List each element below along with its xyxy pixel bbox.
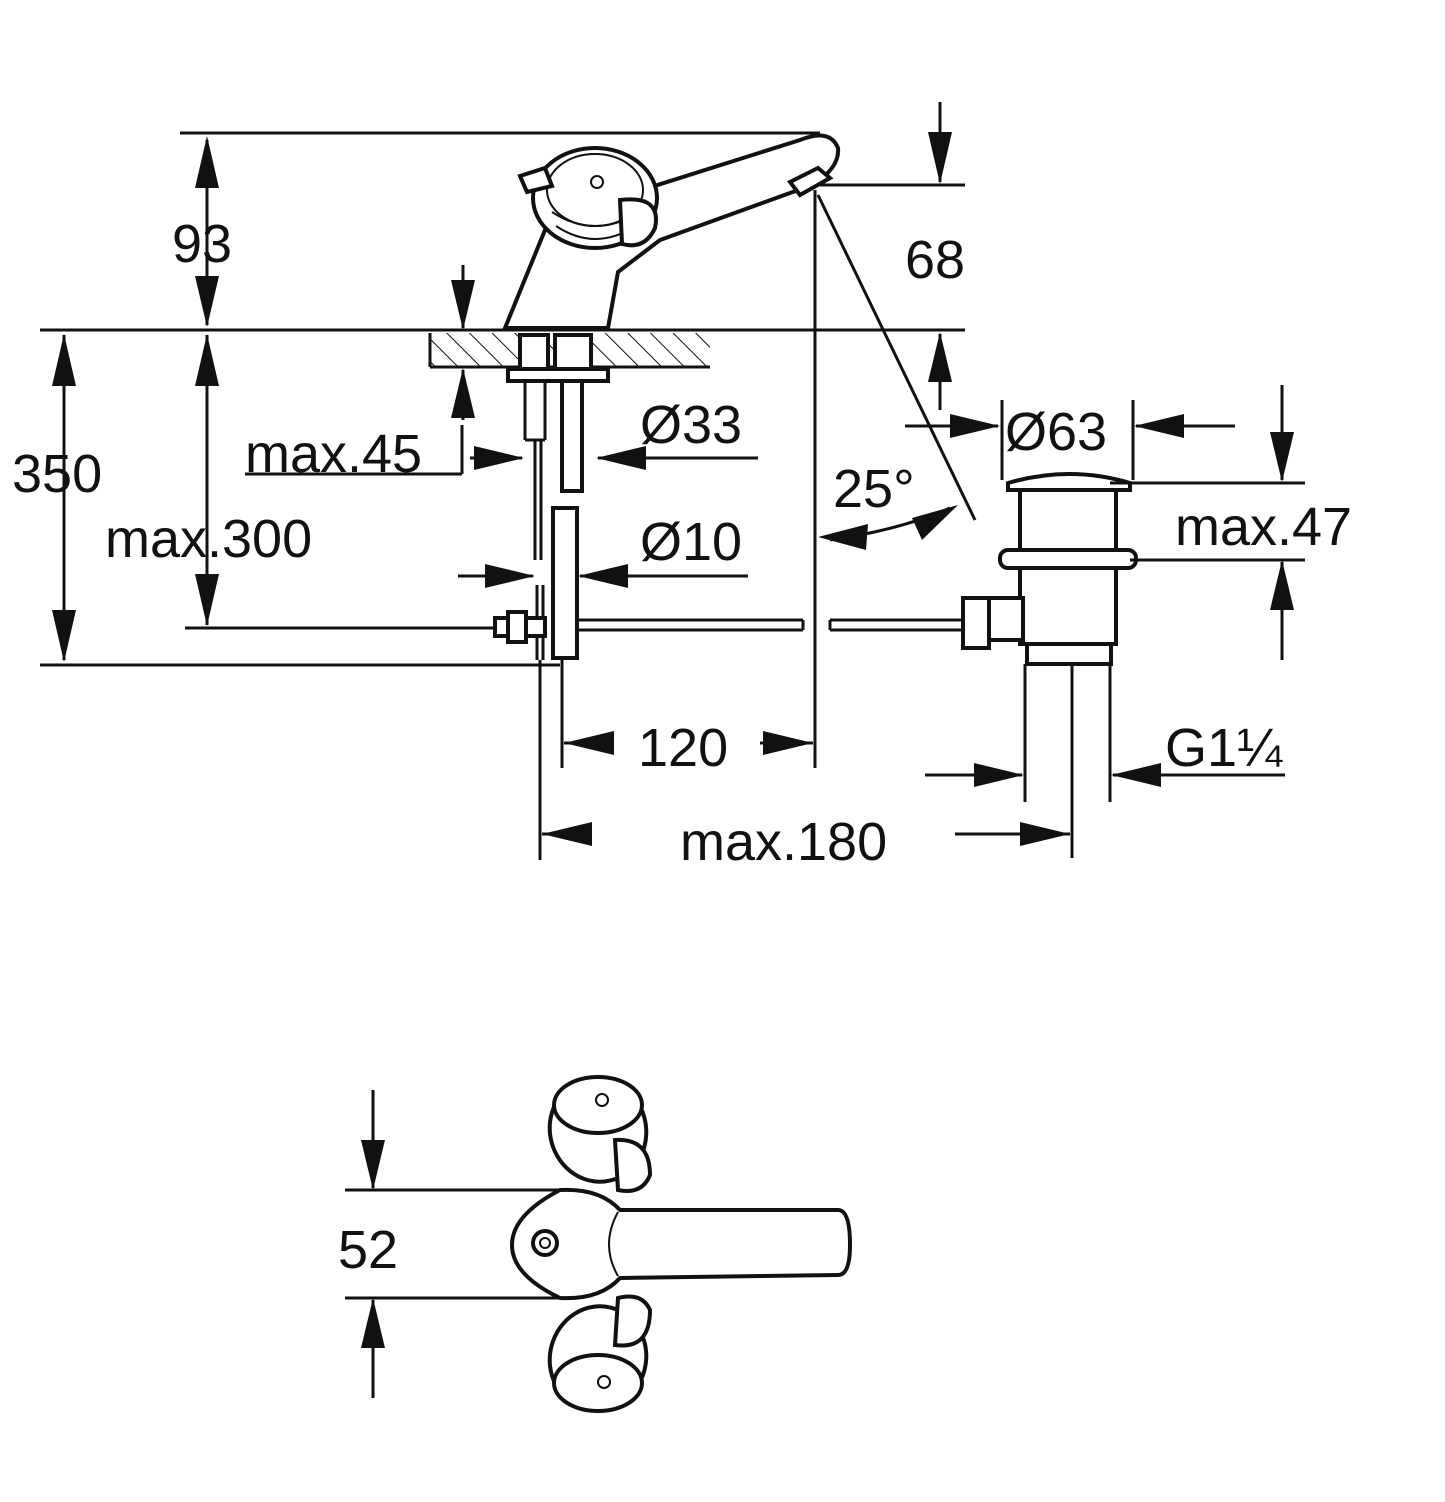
spout-top: [509, 1187, 853, 1301]
label-max-47: max.47: [1175, 497, 1352, 557]
top-view: 52: [338, 1075, 853, 1413]
label-dia-63: Ø63: [1005, 402, 1107, 462]
lower-handle: [547, 1294, 653, 1413]
label-dia-33: Ø33: [640, 395, 742, 455]
label-max-300: max.300: [105, 509, 312, 569]
spout-aerator: [786, 165, 834, 198]
lever-tab: [517, 165, 555, 195]
label-52: 52: [338, 1220, 398, 1280]
label-93: 93: [172, 214, 232, 274]
label-g1-1-4: G1¼: [1165, 718, 1283, 778]
side-view: 93 68 350 max.300 max.45 Ø33 Ø10 25° Ø63…: [12, 102, 1352, 872]
faucet-body: [502, 133, 841, 330]
label-68: 68: [905, 230, 965, 290]
pop-up-rod: [577, 618, 965, 632]
label-120: 120: [638, 718, 728, 778]
connection-tubes: [493, 333, 610, 660]
label-angle-25: 25°: [833, 459, 915, 519]
upper-handle: [547, 1075, 653, 1193]
label-350: 350: [12, 444, 102, 504]
spout-angle-line: [816, 194, 977, 521]
label-max-180: max.180: [680, 812, 887, 872]
label-max-45: max.45: [245, 424, 422, 484]
waste-fitting: [961, 472, 1138, 858]
pop-up-rod-holder: [551, 506, 579, 660]
label-dia-10: Ø10: [640, 512, 742, 572]
